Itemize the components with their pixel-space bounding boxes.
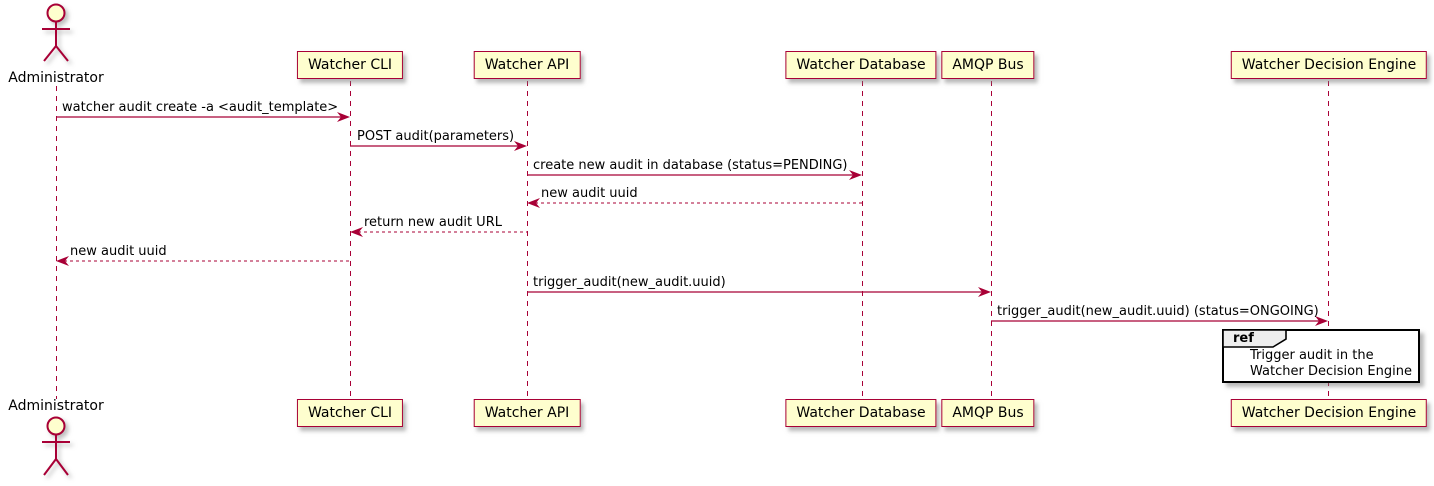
message-label-8: trigger_audit(new_audit.uuid) (status=ON… — [997, 304, 1319, 319]
message-arrow-4 — [527, 198, 862, 208]
ref-text-line-2: Watcher Decision Engine — [1250, 364, 1412, 379]
participant-top-watcher-api: Watcher API — [473, 51, 581, 79]
message-label-5: return new audit URL — [364, 215, 502, 230]
message-label-6: new audit uuid — [70, 244, 167, 259]
arrowhead-left-icon — [350, 227, 363, 237]
participant-bottom-watcher-api: Watcher API — [473, 399, 581, 427]
message-arrow-3 — [527, 170, 862, 180]
message-label-4: new audit uuid — [541, 186, 638, 201]
message-arrow-6 — [56, 256, 350, 266]
message-label-2: POST audit(parameters) — [357, 129, 515, 144]
arrowhead-left-icon — [56, 256, 69, 266]
message-label-3: create new audit in database (status=PEN… — [533, 158, 848, 173]
message-arrow-7 — [527, 287, 991, 297]
ref-fragment: ref Trigger audit in the Watcher Decisio… — [1222, 329, 1420, 383]
arrowhead-right-icon — [978, 287, 991, 297]
message-arrow-1 — [56, 112, 350, 122]
actor-label-administrator-top: Administrator — [8, 70, 104, 86]
message-label-1: watcher audit create -a <audit_template> — [62, 100, 339, 115]
arrowhead-right-icon — [1315, 316, 1328, 326]
message-arrow-8 — [991, 316, 1328, 326]
participant-top-watcher-decision-engine: Watcher Decision Engine — [1230, 51, 1428, 79]
arrowhead-left-icon — [527, 198, 540, 208]
participant-top-watcher-cli: Watcher CLI — [296, 51, 404, 79]
administrator-actor-icon-bottom — [42, 416, 70, 476]
participant-bottom-watcher-database: Watcher Database — [785, 399, 937, 427]
participant-top-amqp-bus: AMQP Bus — [941, 51, 1035, 79]
ref-keyword: ref — [1233, 331, 1254, 346]
administrator-actor-icon-top — [42, 3, 70, 62]
participant-bottom-watcher-decision-engine: Watcher Decision Engine — [1230, 399, 1428, 427]
participant-bottom-amqp-bus: AMQP Bus — [941, 399, 1035, 427]
arrowhead-right-icon — [337, 112, 350, 122]
message-arrow-2 — [350, 141, 527, 151]
lifelines — [56, 81, 1329, 399]
arrowhead-right-icon — [849, 170, 862, 180]
participant-top-watcher-database: Watcher Database — [785, 51, 937, 79]
ref-tab-shape — [1222, 329, 1287, 348]
ref-text-line-1: Trigger audit in the — [1250, 348, 1374, 363]
arrowhead-right-icon — [514, 141, 527, 151]
message-arrow-5 — [350, 227, 527, 237]
message-label-7: trigger_audit(new_audit.uuid) — [533, 275, 726, 290]
actor-label-administrator-bottom: Administrator — [8, 398, 104, 414]
participant-bottom-watcher-cli: Watcher CLI — [296, 399, 404, 427]
